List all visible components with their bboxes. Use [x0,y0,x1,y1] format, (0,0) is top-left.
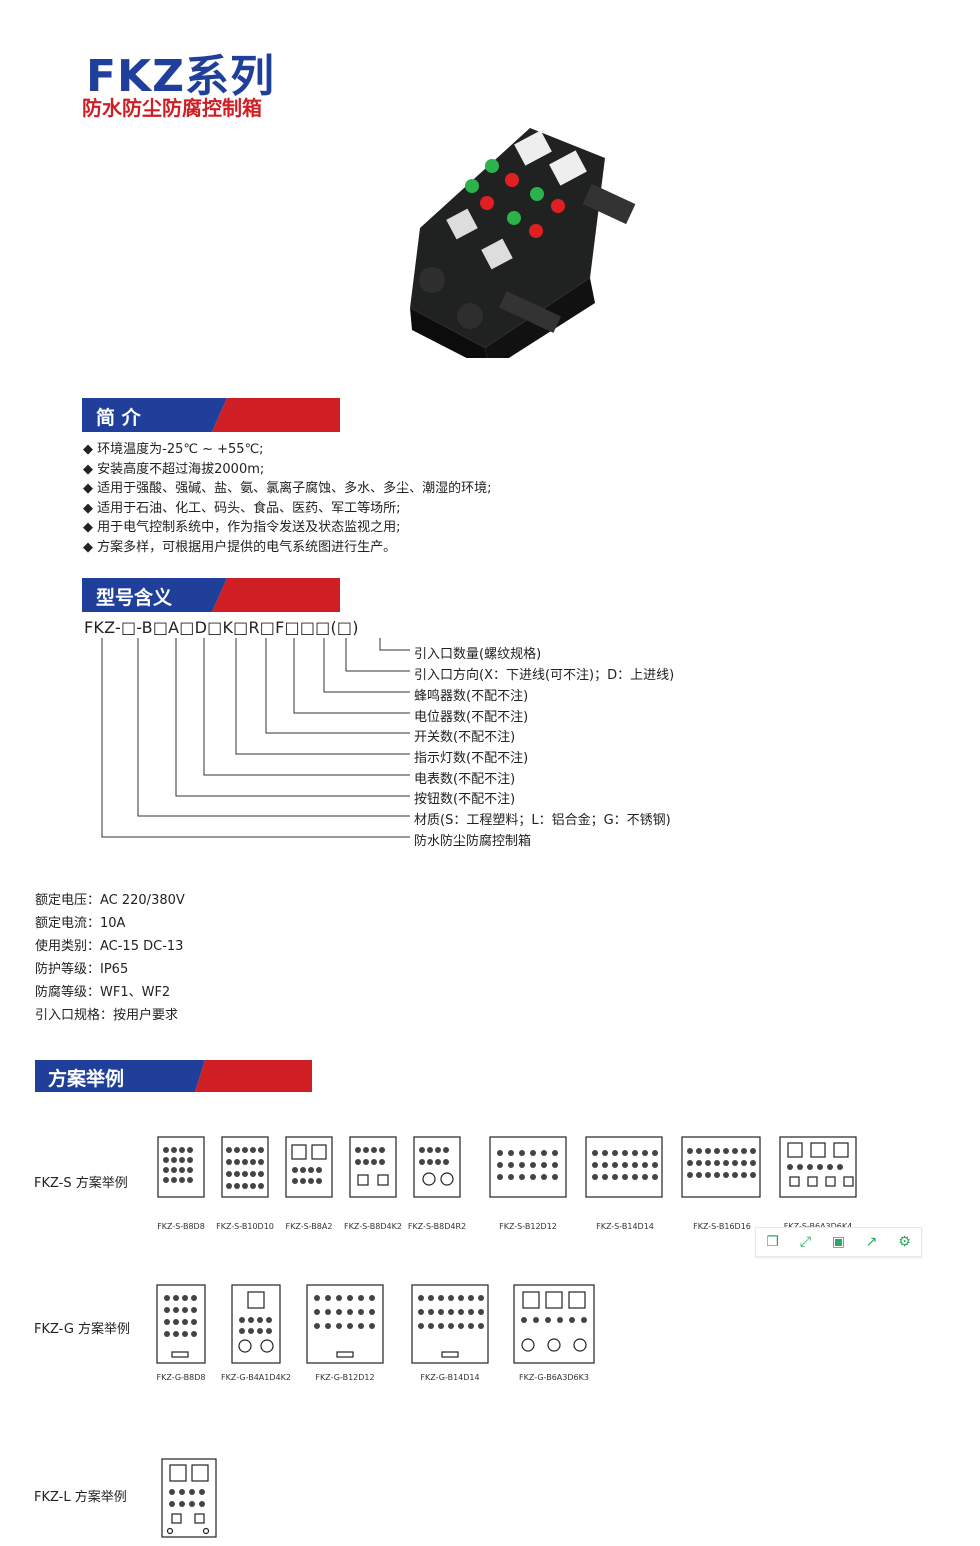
scheme-caption: FKZ-G-B12D12 [315,1373,375,1382]
model-leader-lines [101,638,410,838]
scheme-caption: FKZ-S-B14D14 [596,1222,654,1231]
model-desc-item: 按钮数(不配不注) [414,792,516,807]
spec-entry: 引入口规格：按用户要求 [35,1008,179,1023]
spec-anticorrosion: 防腐等级：WF1、WF2 [35,985,171,1000]
spec-category: 使用类别：AC-15 DC-13 [35,939,184,954]
scheme-caption: FKZ-G-B4A1D4K2 [221,1373,291,1382]
scheme-row-label-s: FKZ-S 方案举例 [34,1176,128,1191]
scheme-box [221,1136,269,1198]
scheme-box [349,1136,397,1198]
share-icon[interactable]: ↗ [865,1234,878,1250]
scheme-caption: FKZ-G-B6A3D6K3 [519,1373,589,1382]
model-desc-item: 材质(S：工程塑料；L：铝合金；G：不锈钢) [414,813,671,828]
section-bar-schemes [35,1060,312,1092]
scheme-box [157,1136,205,1198]
scheme-box [681,1136,761,1198]
page-title: FKZ系列 [86,51,276,102]
scheme-row-label-g: FKZ-G 方案举例 [34,1322,131,1337]
scheme-caption: FKZ-S-B6A3D6K4 [778,1222,858,1231]
product-photo [410,128,636,358]
model-code: FKZ-□-B□A□D□K□R□F□□□(□) [84,618,359,637]
page-subtitle: 防水防尘防腐控制箱 [82,96,262,120]
spec-voltage: 额定电压：AC 220/380V [35,893,185,908]
model-desc-item: 开关数(不配不注) [414,730,516,745]
scheme-caption: FKZ-S-B16D16 [693,1222,751,1231]
expand-icon[interactable]: ⤢ [799,1234,812,1250]
scheme-caption: FKZ-S-B8D8 [157,1222,205,1231]
model-desc-item: 指示灯数(不配不注) [414,751,529,766]
model-desc-item: 引入口方向(X：下进线(可不注)；D：上进线) [414,668,675,683]
model-desc-item: 引入口数量(螺纹规格) [414,647,542,662]
scheme-box [489,1136,567,1198]
list-item: 适用于强酸、强碱、盐、氨、氯离子腐蚀、多水、多尘、潮湿的环境; [83,479,491,499]
scheme-box [285,1136,333,1198]
list-item: 安装高度不超过海拔2000m; [83,460,492,480]
settings-icon[interactable]: ⚙ [898,1234,911,1250]
scheme-caption: FKZ-G-B8D8 [156,1373,206,1382]
scheme-row-label-l: FKZ-L 方案举例 [34,1490,127,1505]
scheme-box [779,1136,857,1198]
scheme-box [585,1136,663,1198]
scheme-box [411,1284,489,1364]
scheme-box [513,1284,595,1364]
section-bar-intro [82,398,340,432]
scheme-box [231,1284,281,1364]
scheme-caption: FKZ-S-B8D4R2 [407,1222,467,1231]
save-icon[interactable]: ▣ [831,1234,846,1250]
scheme-row-s-diagrams [157,1136,857,1198]
model-desc-item: 防水防尘防腐控制箱 [414,834,532,849]
spec-protection: 防护等级：IP65 [35,962,129,977]
scheme-box [306,1284,384,1364]
list-item: 环境温度为-25℃ ~ +55℃; [83,440,492,460]
scheme-caption: FKZ-G-B14D14 [420,1373,480,1382]
scheme-box [161,1458,217,1538]
scheme-row-g-diagrams [156,1284,595,1364]
scheme-caption: FKZ-S-B8D4K2 [344,1222,402,1231]
scheme-caption: FKZ-S-B8A2 [285,1222,333,1231]
list-item: 方案多样，可根据用户提供的电气系统图进行生产。 [83,538,492,558]
spec-current: 额定电流：10A [35,916,126,931]
scheme-box [413,1136,461,1198]
section-title-model: 型号含义 [96,587,173,609]
scheme-box [156,1284,206,1364]
scheme-row-l-diagrams [161,1458,217,1538]
scheme-caption: FKZ-S-B10D10 [216,1222,274,1231]
intro-list: 环境温度为-25℃ ~ +55℃; 安装高度不超过海拔2000m; 适用于强酸、… [83,440,492,558]
section-title-schemes: 方案举例 [48,1068,125,1090]
section-bar-model [82,578,340,612]
model-desc-item: 蜂鸣器数(不配不注) [414,689,529,704]
section-title-intro: 简 介 [96,407,141,429]
copy-icon[interactable]: ❐ [766,1234,779,1250]
list-item: 适用于石油、化工、码头、食品、医药、军工等场所; [83,499,492,519]
model-desc-item: 电表数(不配不注) [414,772,516,787]
list-item: 用于电气控制系统中，作为指令发送及状态监视之用; [83,518,492,538]
scheme-caption: FKZ-S-B12D12 [499,1222,557,1231]
image-toolbar: ❐ ⤢ ▣ ↗ ⚙ [755,1227,922,1257]
model-desc-item: 电位器数(不配不注) [414,710,529,725]
